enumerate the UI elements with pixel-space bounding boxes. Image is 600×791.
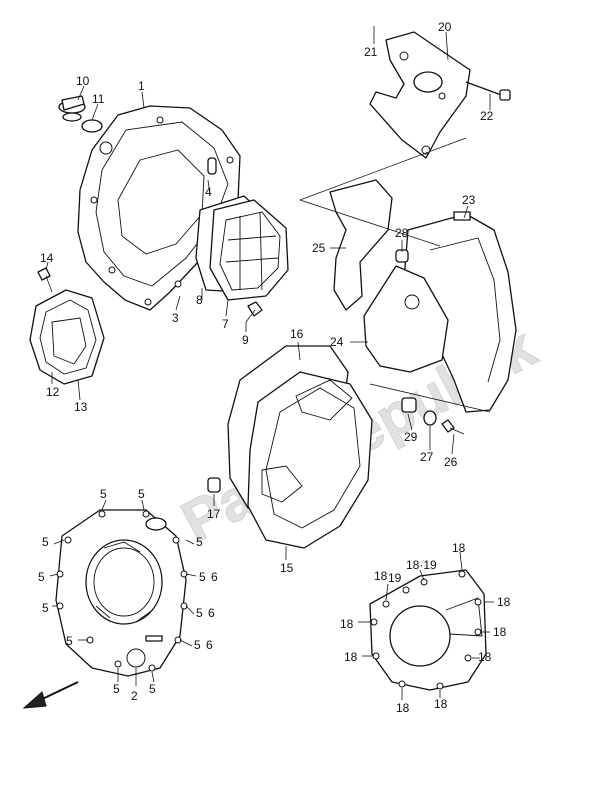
callout-5: 5 [149,682,156,696]
bolt [245,301,263,323]
callout-27: 27 [420,450,434,464]
callout-8: 8 [196,293,203,307]
gen-cover-bolts [370,570,482,690]
callout-26: 26 [444,455,458,469]
callout-4: 4 [205,185,212,199]
small-side-cover [29,289,105,385]
cover-plate-25 [329,179,393,311]
front-direction-arrow [22,681,79,709]
callout-3: 3 [172,311,179,325]
callout-5: 5 [42,601,49,615]
washer-27 [423,410,437,426]
callout-11: 11 [92,92,105,106]
callout-19: 19 [388,571,402,585]
callout-17: 17 [207,507,221,521]
bolt-22 [465,81,511,101]
callout-1: 1 [138,79,145,93]
callout-2: 2 [131,689,138,703]
callout-6: 6 [208,606,215,620]
cover-plate-24 [363,265,449,373]
callout-15: 15 [280,561,294,575]
dowel-pin-17 [207,477,221,493]
callout-18: 18 [478,650,492,664]
generator-cover [247,371,373,549]
o-ring [81,119,103,133]
callout-5: 5 [196,606,203,620]
gen-cover-lower [369,569,487,691]
callout-14: 14 [40,251,54,265]
callout-labels: 1 2 3 4 5 5 5 5 5 5 5 5 5 5 5 5 5 6 6 6 … [38,20,511,715]
callout-7: 7 [222,317,229,331]
callout-18: 18 [344,650,358,664]
callout-22: 22 [480,109,494,123]
callout-29: 29 [404,430,418,444]
callout-6: 6 [211,570,218,584]
callout-5: 5 [138,487,145,501]
callout-18: 18 [497,595,511,609]
callout-18: 18 [434,697,448,711]
bolt-26 [441,419,465,435]
callout-13: 13 [74,400,88,414]
callout-5: 5 [196,535,203,549]
bolt-14 [37,267,53,293]
callout-9: 9 [242,333,249,347]
callout-6: 6 [206,638,213,652]
callout-21: 21 [364,45,378,59]
callout-18: 18 [493,625,507,639]
callout-23: 23 [462,193,476,207]
collar-29 [401,397,417,413]
mount-bracket [369,31,471,159]
callout-5: 5 [113,682,120,696]
callout-5: 5 [194,638,201,652]
callout-5: 5 [199,570,206,584]
callout-5: 5 [66,634,73,648]
callout-5: 5 [42,535,49,549]
dowel-pin [207,157,217,175]
callout-16: 16 [290,327,304,341]
leader-lines [45,26,494,700]
callout-5: 5 [38,570,45,584]
callout-18: 18 [340,617,354,631]
callout-18: 18 [452,541,466,555]
callout-10: 10 [76,74,90,88]
oil-filler-cap [58,95,86,122]
callout-20: 20 [438,20,452,34]
callout-28: 28 [395,226,409,240]
callout-12: 12 [46,385,60,399]
callout-18: 18 [396,701,410,715]
callout-25: 25 [312,241,326,255]
callout-18: 18 [374,569,388,583]
callout-5: 5 [100,487,107,501]
callout-24: 24 [330,335,344,349]
callout-18-19: 18·19 [406,558,437,572]
clutch-cover [55,509,187,677]
sprocket-cover-grille [209,199,289,301]
